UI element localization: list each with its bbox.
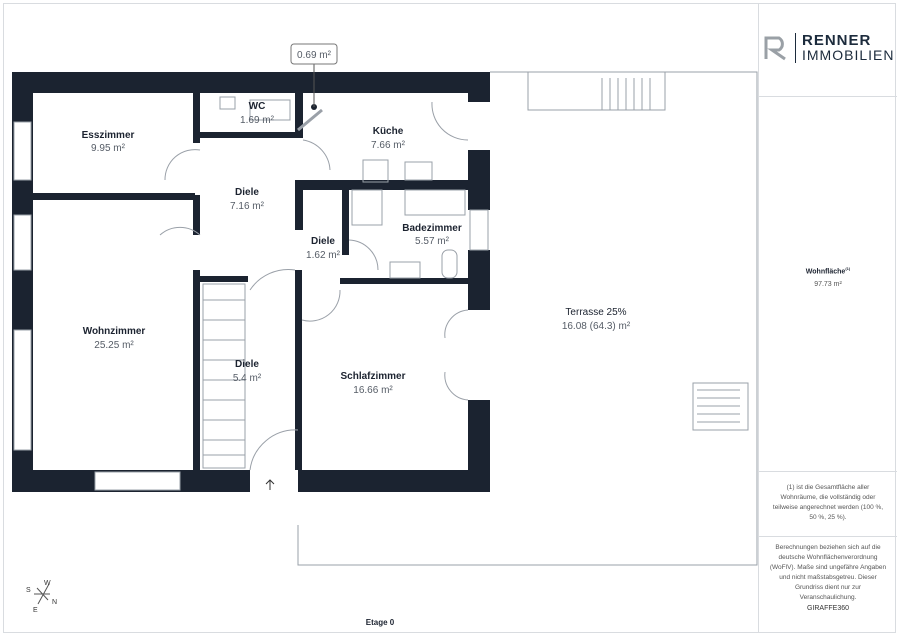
room-name: Wohnzimmer	[83, 326, 146, 337]
room-area: 16.08 (64.3) m²	[562, 321, 631, 332]
room-name: Diele	[311, 236, 335, 247]
room-area: 5.57 m²	[415, 236, 450, 247]
room-name: WC	[249, 101, 266, 112]
floor-label: Etage 0	[366, 618, 395, 627]
room-area: 1.69 m²	[240, 115, 275, 126]
svg-text:W: W	[44, 580, 51, 587]
disclaimer: Berechnungen beziehen sich auf die deuts…	[769, 544, 887, 601]
svg-text:N: N	[52, 599, 57, 606]
footnote: (1) ist die Gesamtfläche aller Wohnräume…	[772, 484, 884, 521]
room-area: 16.66 m²	[353, 385, 393, 396]
renner-logo-icon	[764, 36, 786, 61]
room-name: Badezimmer	[402, 223, 462, 234]
svg-text:0.69 m²: 0.69 m²	[297, 50, 332, 61]
summary-section: Wohnfläche(1) 97.73 m²	[759, 96, 897, 472]
room-area: 9.95 m²	[91, 143, 126, 154]
room-name: Schlafzimmer	[340, 371, 405, 382]
room-area: 7.66 m²	[371, 140, 406, 151]
credit: GIRAFFE360	[806, 605, 849, 612]
room-area: 1.62 m²	[306, 250, 341, 261]
room-area: 25.25 m²	[94, 340, 134, 351]
room-name: Terrasse 25%	[565, 307, 626, 318]
svg-text:S: S	[26, 587, 31, 594]
living-area-value: 97.73 m²	[814, 281, 842, 289]
room-area: 5.4 m²	[233, 373, 262, 384]
room-name: Diele	[235, 187, 259, 198]
room-name: Diele	[235, 359, 259, 370]
page-frame	[3, 3, 896, 633]
room-labels: Esszimmer 9.95 m² WC 1.69 m² Küche 7.66 …	[82, 101, 631, 396]
area-callout: 0.69 m²	[290, 43, 338, 65]
compass-icon: S W N E	[26, 580, 57, 614]
room-area: 7.16 m²	[230, 201, 265, 212]
terrace-outline	[297, 71, 758, 566]
svg-text:E: E	[33, 607, 38, 614]
room-name: Esszimmer	[82, 130, 135, 141]
room-name: Küche	[373, 126, 404, 137]
